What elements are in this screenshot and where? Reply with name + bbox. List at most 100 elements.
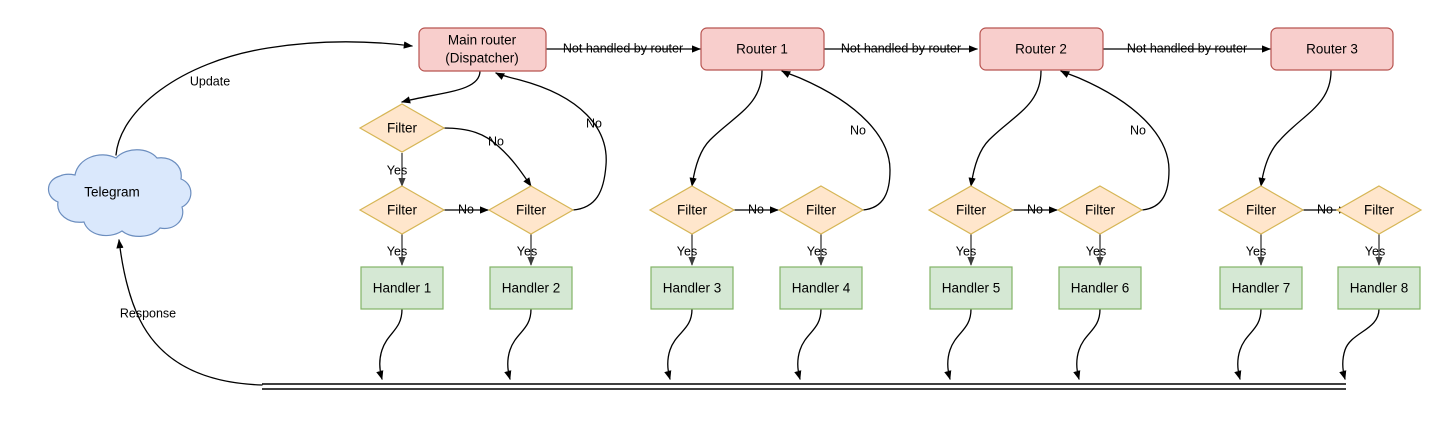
router-2-box [979, 27, 1104, 71]
node-filter-4[interactable]: Filter [648, 185, 736, 235]
label-yes-7: Yes [1086, 244, 1106, 258]
node-filter-5[interactable]: Filter [777, 185, 865, 235]
edge-filter7-no-router2 [1060, 70, 1170, 211]
edge-router1-to-filter4 [689, 70, 763, 187]
handler-8-box [1337, 266, 1421, 310]
node-router-2[interactable]: Router 2 [979, 27, 1104, 71]
edge-router3-to-filter8 [1258, 70, 1332, 187]
label-not-handled-2: Not handled by router [841, 41, 961, 55]
filter-2-diamond [358, 185, 446, 235]
main-router-box [418, 27, 547, 72]
label-response: Response [120, 306, 176, 320]
filter-4-diamond [648, 185, 736, 235]
node-router-1[interactable]: Router 1 [700, 27, 825, 71]
node-handler-6[interactable]: Handler 6 [1058, 266, 1142, 310]
filter-3-label: Filter [516, 203, 547, 218]
node-handler-8[interactable]: Handler 8 [1337, 266, 1421, 310]
label-not-handled-3: Not handled by router [1127, 41, 1247, 55]
node-filter-7[interactable]: Filter [1056, 185, 1144, 235]
filter-2-label: Filter [387, 203, 418, 218]
label-yes-8: Yes [1246, 244, 1266, 258]
node-handler-7[interactable]: Handler 7 [1219, 266, 1303, 310]
handler-3-box [650, 266, 734, 310]
edge-handler5-to-bus [944, 308, 972, 380]
main-router-label-line2: (Dispatcher) [445, 51, 519, 66]
node-filter-8[interactable]: Filter [1217, 185, 1305, 235]
edge-router2-to-filter6 [968, 70, 1042, 187]
filter-9-diamond [1335, 185, 1423, 235]
handler-4-box [779, 266, 863, 310]
filter-8-label: Filter [1246, 203, 1277, 218]
handler-6-box [1058, 266, 1142, 310]
router-3-label: Router 3 [1306, 42, 1358, 57]
handler-1-label: Handler 1 [373, 281, 432, 296]
label-yes-5: Yes [807, 244, 827, 258]
edge-response [116, 239, 263, 386]
node-filter-2[interactable]: Filter [358, 185, 446, 235]
node-filter-1[interactable]: Filter [358, 103, 446, 153]
filter-1-diamond [358, 103, 446, 153]
handler-5-box [929, 266, 1013, 310]
label-update: Update [190, 74, 230, 88]
cloud-icon [47, 149, 192, 237]
handler-2-box [489, 266, 573, 310]
edge-handler3-to-bus [664, 308, 693, 380]
label-no-r1-b: No [850, 123, 866, 137]
main-router-label-line1: Main router [448, 33, 517, 48]
label-yes-6: Yes [956, 244, 976, 258]
filter-9-label: Filter [1364, 203, 1395, 218]
filter-5-diamond [777, 185, 865, 235]
node-filter-3[interactable]: Filter [487, 185, 575, 235]
label-no-main-a: No [488, 134, 504, 148]
edge-update [115, 41, 413, 156]
handler-1-box [360, 266, 444, 310]
label-no-main-b: No [458, 202, 474, 216]
label-yes-3: Yes [517, 244, 537, 258]
label-yes-1: Yes [387, 163, 407, 177]
filter-8-diamond [1217, 185, 1305, 235]
router-2-label: Router 2 [1015, 42, 1067, 57]
label-not-handled-1: Not handled by router [563, 41, 683, 55]
label-yes-4: Yes [677, 244, 697, 258]
node-main-router[interactable]: Main router (Dispatcher) [418, 27, 547, 72]
router-1-box [700, 27, 825, 71]
node-handler-3[interactable]: Handler 3 [650, 266, 734, 310]
handler-6-label: Handler 6 [1071, 281, 1130, 296]
edge-handler6-to-bus [1073, 308, 1101, 380]
node-handler-1[interactable]: Handler 1 [360, 266, 444, 310]
handler-7-box [1219, 266, 1303, 310]
node-telegram-cloud[interactable]: Telegram [47, 149, 192, 237]
node-router-3[interactable]: Router 3 [1270, 27, 1394, 71]
node-handler-5[interactable]: Handler 5 [929, 266, 1013, 310]
router-1-label: Router 1 [736, 42, 788, 57]
edge-filter3-no-main [495, 72, 607, 211]
filter-6-diamond [927, 185, 1015, 235]
label-no-r2-b: No [1130, 123, 1146, 137]
label-yes-9: Yes [1365, 244, 1385, 258]
node-filter-6[interactable]: Filter [927, 185, 1015, 235]
filter-7-label: Filter [1085, 203, 1116, 218]
handler-5-label: Handler 5 [942, 281, 1001, 296]
edge-handler1-to-bus [376, 308, 403, 380]
filter-5-label: Filter [806, 203, 837, 218]
filter-4-label: Filter [677, 203, 708, 218]
handler-8-label: Handler 8 [1350, 281, 1409, 296]
edge-handler8-to-bus [1339, 308, 1380, 380]
filter-7-diamond [1056, 185, 1144, 235]
edge-handler7-to-bus [1234, 308, 1262, 380]
label-no-r2-a: No [1027, 202, 1043, 216]
filter-1-label: Filter [387, 121, 418, 136]
filter-6-label: Filter [956, 203, 987, 218]
label-no-r3-a: No [1317, 202, 1333, 216]
node-handler-2[interactable]: Handler 2 [489, 266, 573, 310]
handler-4-label: Handler 4 [792, 281, 851, 296]
edge-filter1-no-filter3 [442, 127, 532, 187]
edge-filter5-no-router1 [781, 70, 891, 211]
node-handler-4[interactable]: Handler 4 [779, 266, 863, 310]
edge-handler2-to-bus [504, 308, 532, 380]
label-no-main-c: No [586, 116, 602, 130]
handler-2-label: Handler 2 [502, 281, 561, 296]
node-filter-9[interactable]: Filter [1335, 185, 1423, 235]
